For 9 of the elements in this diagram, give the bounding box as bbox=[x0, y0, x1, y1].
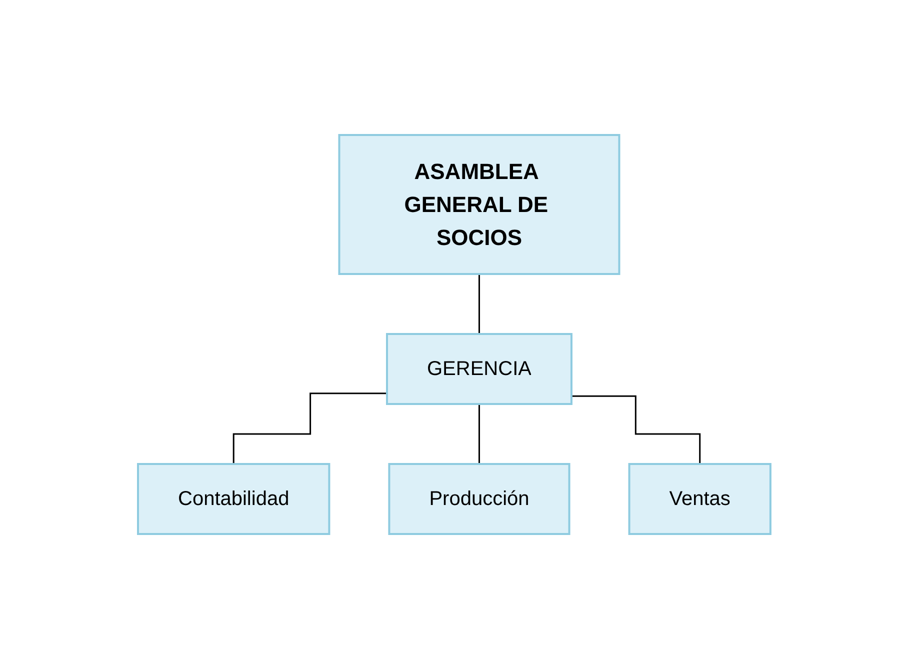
node-box: Contabilidad bbox=[136, 462, 330, 534]
connector bbox=[478, 402, 480, 464]
connector bbox=[571, 394, 700, 464]
connector bbox=[232, 392, 387, 464]
node-box: ASAMBLEA GENERAL DE SOCIOS bbox=[338, 134, 620, 274]
node-box: Ventas bbox=[628, 462, 772, 534]
node-box: GERENCIA bbox=[386, 332, 572, 404]
connector bbox=[478, 272, 480, 334]
node-box: Producción bbox=[388, 462, 570, 534]
